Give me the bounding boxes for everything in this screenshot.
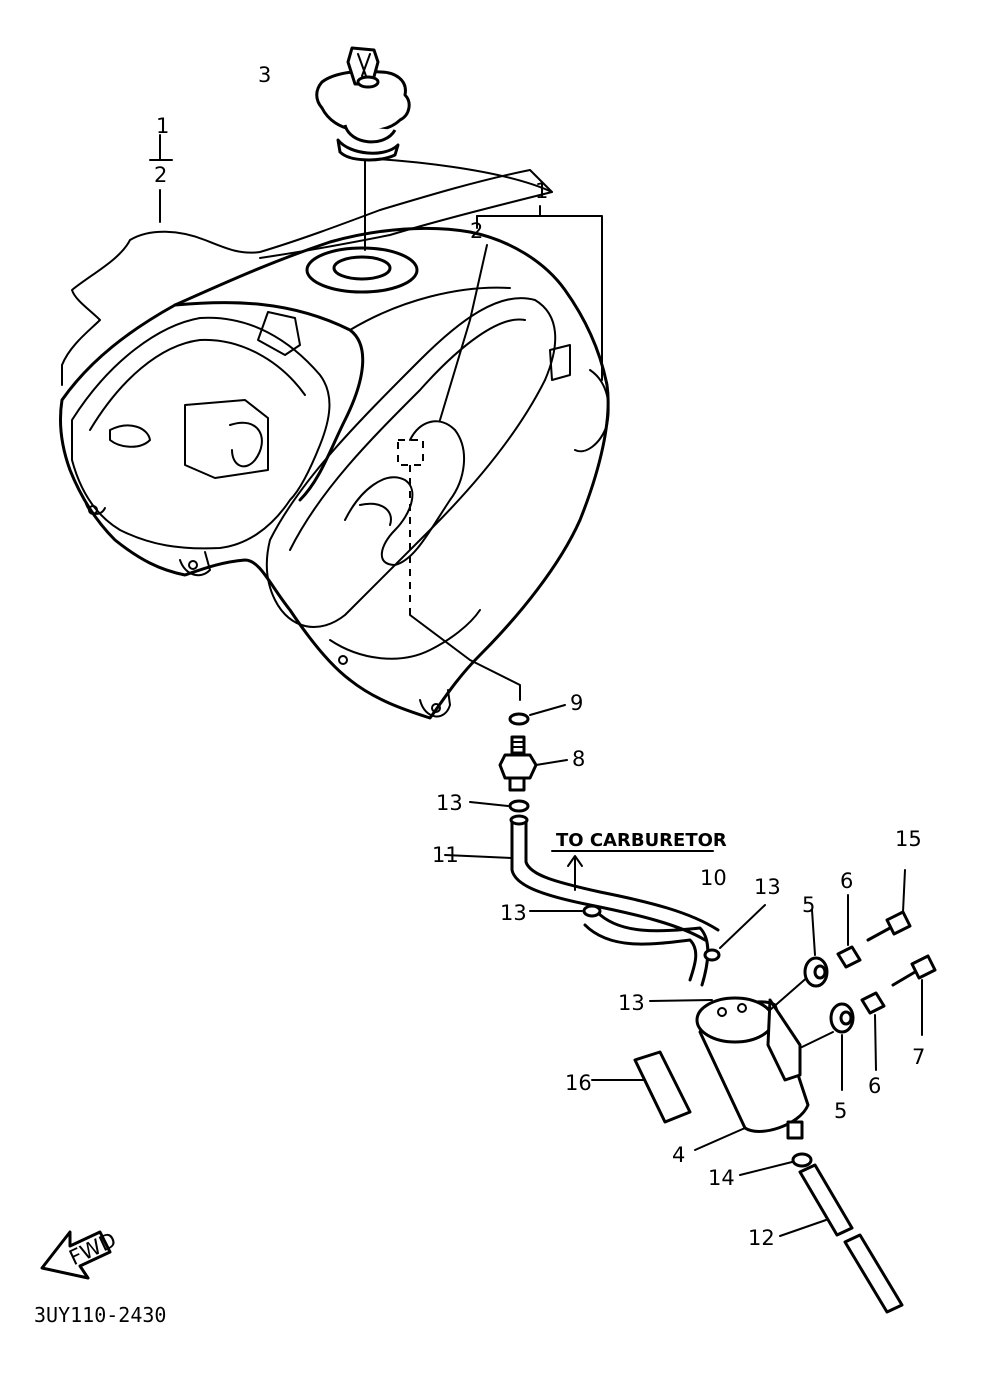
- callout-7: 7: [912, 1045, 925, 1069]
- diagram-code: 3UY110-2430: [34, 1303, 166, 1327]
- callout-10: 10: [700, 866, 727, 890]
- fuel-cap: [315, 46, 411, 162]
- callout-11: 11: [432, 843, 459, 867]
- callout-6-lower: 6: [868, 1074, 881, 1098]
- fuel-tank: [58, 226, 610, 720]
- callout-3: 3: [258, 63, 271, 87]
- callout-1-left: 1: [156, 114, 169, 138]
- to-carburetor-note: TO CARBURETOR: [556, 830, 727, 851]
- damper-lower: [829, 1002, 855, 1034]
- callout-2-right: 2: [470, 219, 483, 243]
- callout-6-upper: 6: [840, 869, 853, 893]
- callout-5-upper: 5: [802, 893, 815, 917]
- fuel-valve: [498, 735, 538, 792]
- bolt-7: [891, 954, 937, 987]
- callout-13-c: 13: [754, 875, 781, 899]
- bolt-15: [866, 910, 912, 942]
- fwd-arrow-icon: FWD: [40, 1228, 120, 1280]
- collar-upper: [836, 945, 862, 969]
- callout-8: 8: [572, 747, 585, 771]
- callout-15: 15: [895, 827, 922, 851]
- callout-16: 16: [565, 1071, 592, 1095]
- collar-lower: [860, 991, 886, 1015]
- callout-12: 12: [748, 1226, 775, 1250]
- o-ring: [508, 712, 530, 726]
- decal-outline: [61, 169, 553, 386]
- callout-13-b: 13: [500, 901, 527, 925]
- callout-13-a: 13: [436, 791, 463, 815]
- callout-1-right: 1: [535, 179, 548, 203]
- callout-13-d: 13: [618, 991, 645, 1015]
- callout-4: 4: [672, 1143, 685, 1167]
- pad: [633, 1050, 692, 1124]
- hose-12: [798, 1163, 904, 1314]
- callout-5-lower: 5: [834, 1099, 847, 1123]
- callout-9: 9: [570, 691, 583, 715]
- callout-14: 14: [708, 1166, 735, 1190]
- callout-2-left: 2: [154, 163, 167, 187]
- damper-upper: [803, 956, 829, 988]
- fuel-pump: [695, 996, 810, 1140]
